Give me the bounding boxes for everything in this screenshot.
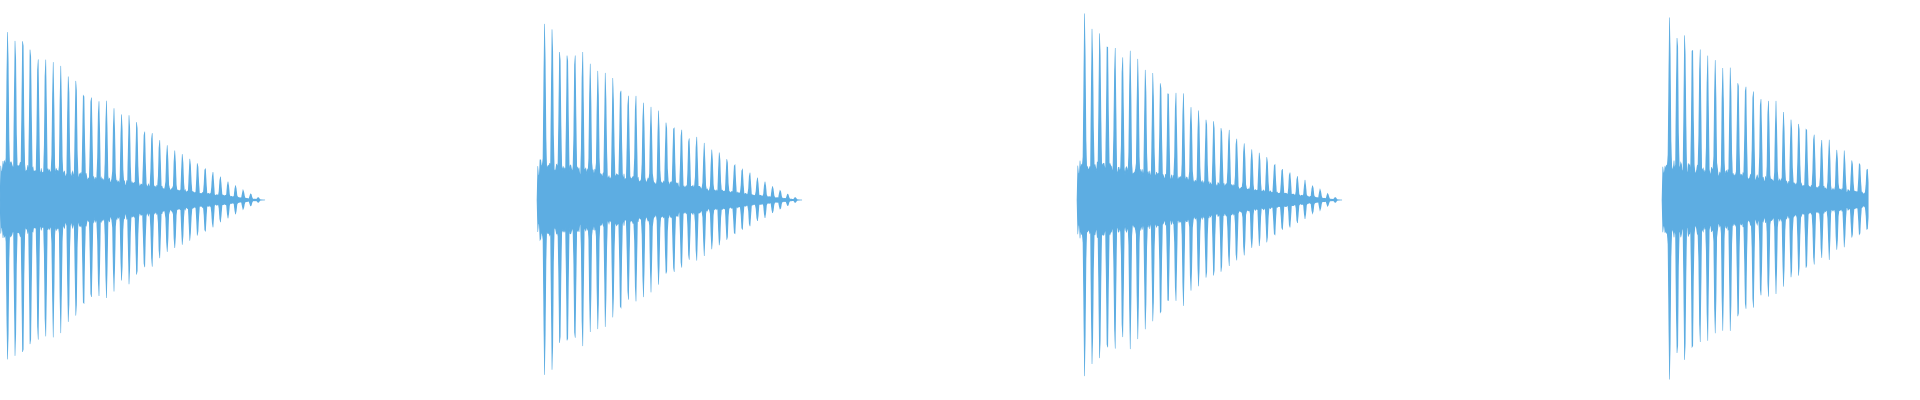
waveform-hit-3: [1076, 13, 1343, 377]
waveform-hit-4: [1661, 17, 1869, 380]
waveform-hit-1: [0, 32, 266, 360]
waveform-hit-2: [536, 23, 803, 375]
waveform-hits-group: [0, 13, 1869, 380]
